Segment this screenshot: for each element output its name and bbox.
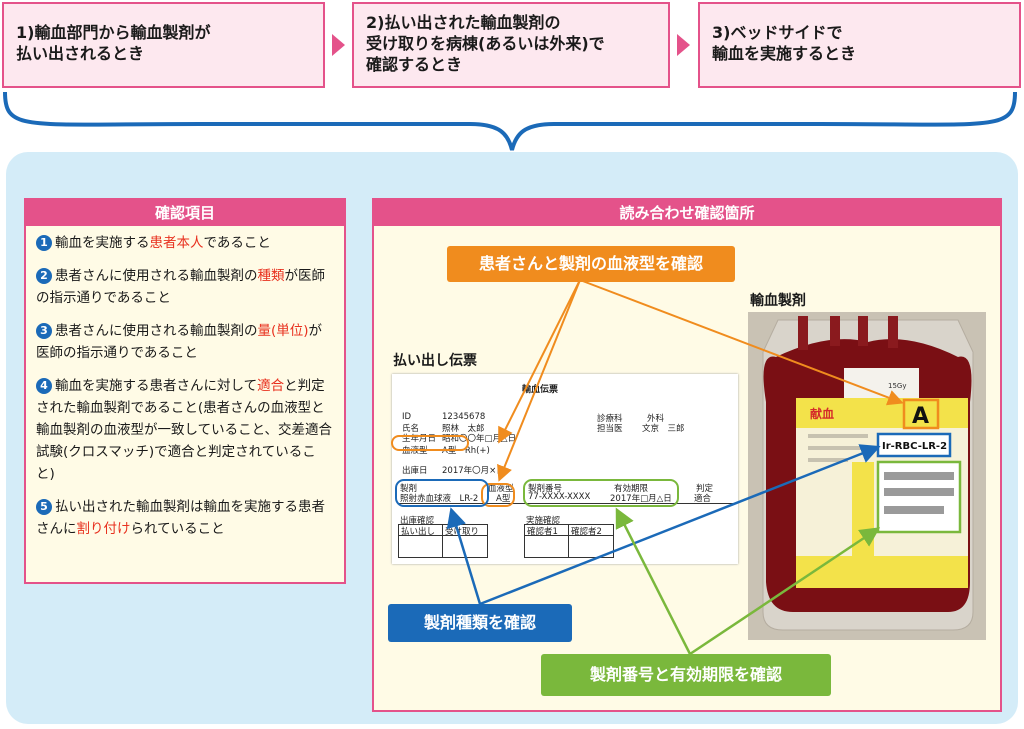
step-2-box: 2)払い出された輸血製剤の 受け取りを病棟(あるいは外来)で 確認するとき [352,2,670,88]
slip-out-divider [442,524,443,558]
slip-product-value: 照射赤血球液 LR-2 [400,494,479,504]
bloodtype-callout: 患者さんと製剤の血液型を確認 [447,246,735,282]
bag-dose: 15Gy [888,382,906,390]
check-items-title: 確認項目 [26,200,344,226]
slip-out-col1: 払い出し [401,527,436,537]
blood-bag-photo: 15Gy 献血 A Ir-RBC-LR-2 [748,312,986,640]
bag-type-letter: A [912,404,929,429]
slip-out-check: 出庫確認 [400,516,435,526]
slip-bloodtype-label: 血液型 [402,446,428,456]
bag-product-code: Ir-RBC-LR-2 [882,441,947,452]
slip-dob-value: 昭和〇〇年□月△日 [442,434,517,444]
slip-judge-value: 適合 [694,494,712,504]
slip-label: 払い出し伝票 [393,353,477,369]
slip-out-hline [398,535,488,536]
issue-slip: 輸血伝票 ID 12345678 氏名 照林 太郎 生年月日 昭和〇〇年□月△日… [392,374,738,564]
product-label: 輸血製剤 [750,293,806,309]
blood-bag-illustration: 15Gy 献血 A Ir-RBC-LR-2 [748,312,986,640]
slip-name-label: 氏名 [402,424,420,434]
reading-check-title: 読み合わせ確認箇所 [374,200,1000,226]
slip-out-col2: 受け取り [445,527,480,537]
slip-doctor-value: 文京 三郎 [642,424,685,434]
slip-exec-col1: 確認者1 [527,527,558,537]
slip-expiry-value: 2017年□月△日 [610,494,672,504]
slip-issue-value: 2017年〇月×日 [442,466,505,476]
step-1-box: 1)輸血部門から輸血製剤が 払い出されるとき [2,2,325,88]
step-3-box: 3)ベッドサイドで 輸血を実施するとき [698,2,1021,88]
slip-type-value: A型 [496,494,511,504]
slip-exec-col2: 確認者2 [571,527,602,537]
slip-issue-label: 出庫日 [402,466,428,476]
slip-dept-value: 外科 [647,414,665,424]
slip-id-label: ID [402,412,412,422]
product-type-callout: 製剤種類を確認 [388,604,572,642]
bag-donation-label: 献血 [810,406,834,421]
number-expiry-callout: 製剤番号と有効期限を確認 [541,654,831,696]
slip-name-value: 照林 太郎 [442,424,485,434]
slip-dept-label: 診療科 [597,414,623,424]
step-arrow-1 [332,34,345,56]
slip-dob-label: 生年月日 [402,434,437,444]
slip-bloodtype-value: A型 Rh(+) [442,446,490,456]
slip-exec-divider [568,524,569,558]
slip-number-value: 77-XXXX-XXXX [528,492,591,502]
step-arrow-2 [677,34,690,56]
slip-title: 輸血伝票 [522,385,559,395]
slip-doctor-label: 担当医 [597,424,623,434]
slip-id-value: 12345678 [442,412,486,422]
